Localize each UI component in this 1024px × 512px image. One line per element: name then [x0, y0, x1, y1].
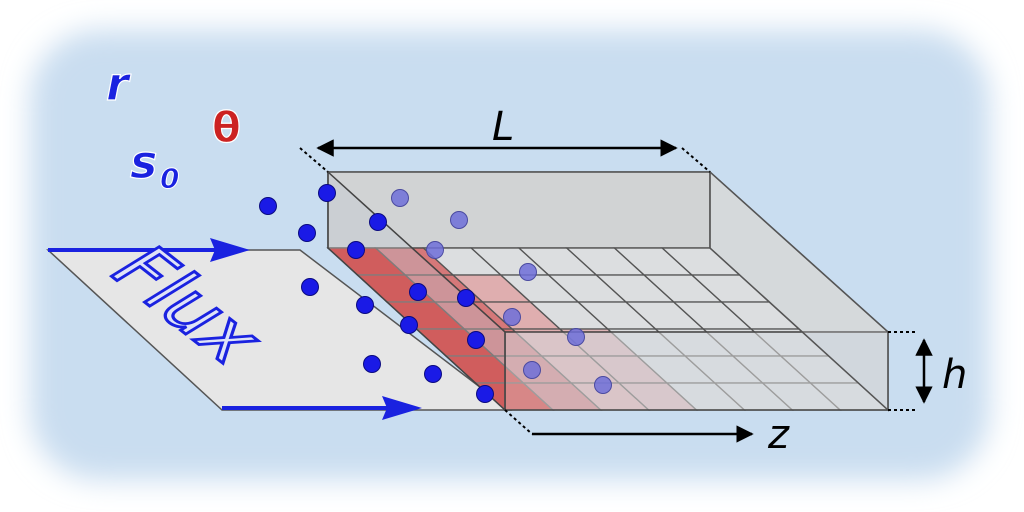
- particle: [409, 283, 427, 301]
- dimension-z: z: [504, 409, 790, 458]
- particle-cloud: [259, 184, 612, 403]
- particle-inside: [523, 361, 541, 379]
- label-theta: θ: [212, 103, 241, 152]
- dimension-L: L: [299, 104, 711, 173]
- particle: [356, 296, 374, 314]
- particle: [298, 224, 316, 242]
- particle-inside: [503, 308, 521, 326]
- particle: [457, 289, 475, 307]
- particle: [363, 355, 381, 373]
- label-z: z: [767, 412, 790, 458]
- particle: [424, 365, 442, 383]
- particle: [476, 385, 494, 403]
- label-s0-main: s: [130, 135, 157, 189]
- particle-inside: [567, 328, 585, 346]
- particle: [301, 278, 319, 296]
- particle: [318, 184, 336, 202]
- flux-arrow-icon: [222, 396, 422, 420]
- label-h: h: [942, 352, 967, 398]
- particle: [400, 316, 418, 334]
- particle-inside: [450, 211, 468, 229]
- particle: [369, 213, 387, 231]
- flux-arrow-icon: [48, 238, 250, 262]
- particle-inside: [391, 189, 409, 207]
- particle: [259, 197, 277, 215]
- label-s0-subscript: 0: [160, 162, 179, 195]
- particle-inside: [519, 263, 537, 281]
- particle: [467, 331, 485, 349]
- particle-inside: [426, 241, 444, 259]
- particle-inside: [594, 376, 612, 394]
- label-L: L: [492, 104, 514, 150]
- particle: [347, 241, 365, 259]
- label-r: r: [106, 57, 132, 111]
- label-s0: s 0: [129, 134, 180, 195]
- dimension-h: h: [888, 331, 967, 411]
